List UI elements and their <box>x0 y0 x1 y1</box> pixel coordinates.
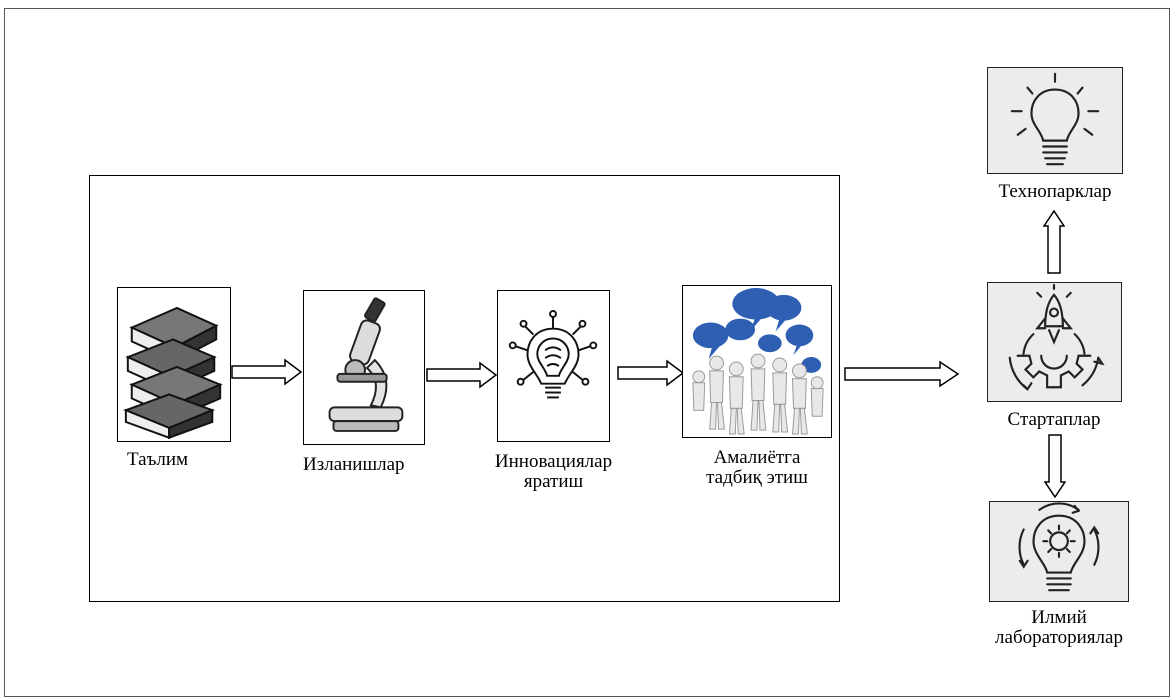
innovatsiyalar-label-line2: яратиш <box>523 471 584 492</box>
gear-bulb-icon <box>1018 502 1100 592</box>
texnoparklar-label: Технопарклар <box>998 181 1112 202</box>
ilmiy-label: Илмий лабораториялар <box>974 608 1144 648</box>
amaliyotga-box <box>682 285 832 438</box>
lightbulb-circuit-icon <box>508 310 598 399</box>
arrow-innovatsiyalar-to-amaliyotga <box>617 359 685 387</box>
ilmiy-box <box>989 501 1129 602</box>
microscope-icon <box>328 297 404 432</box>
books-icon <box>123 306 223 440</box>
talim-box <box>117 287 231 442</box>
arrow-startaplar-to-texnoparklar <box>1043 210 1065 274</box>
talim-label: Таълим <box>127 449 189 470</box>
outer-frame <box>4 8 1170 697</box>
arrow-panel-to-startaplar <box>844 360 960 388</box>
texnoparklar-box <box>987 67 1123 174</box>
amaliyotga-label: Амалиётга тадбиқ этиш <box>676 448 838 488</box>
rocket-gear-icon <box>1008 283 1105 391</box>
process-panel <box>89 175 840 602</box>
izlanishlar-label: Изланишлар <box>303 454 405 475</box>
arrow-startaplar-to-ilmiy <box>1044 434 1066 498</box>
innovatsiyalar-label-line1: Инновациялар <box>494 451 613 472</box>
amaliyotga-label-line2: тадбиқ этиш <box>706 467 808 488</box>
ilmiy-label-line2: лабораториялар <box>995 627 1123 648</box>
arrow-talim-to-izlanishlar <box>231 358 303 386</box>
izlanishlar-box <box>303 290 425 445</box>
amaliyotga-label-line1: Амалиётга <box>713 447 801 468</box>
innovatsiyalar-label: Инновациялар яратиш <box>490 452 617 492</box>
people-speech-bubbles-icon <box>692 287 824 435</box>
arrow-izlanishlar-to-innovatsiyalar <box>426 361 498 389</box>
startaplar-label: Стартаплар <box>1007 409 1101 430</box>
startaplar-box <box>987 282 1122 402</box>
ilmiy-label-line1: Илмий <box>1031 607 1087 628</box>
lightbulb-icon <box>1010 72 1100 166</box>
innovatsiyalar-box <box>497 290 610 442</box>
